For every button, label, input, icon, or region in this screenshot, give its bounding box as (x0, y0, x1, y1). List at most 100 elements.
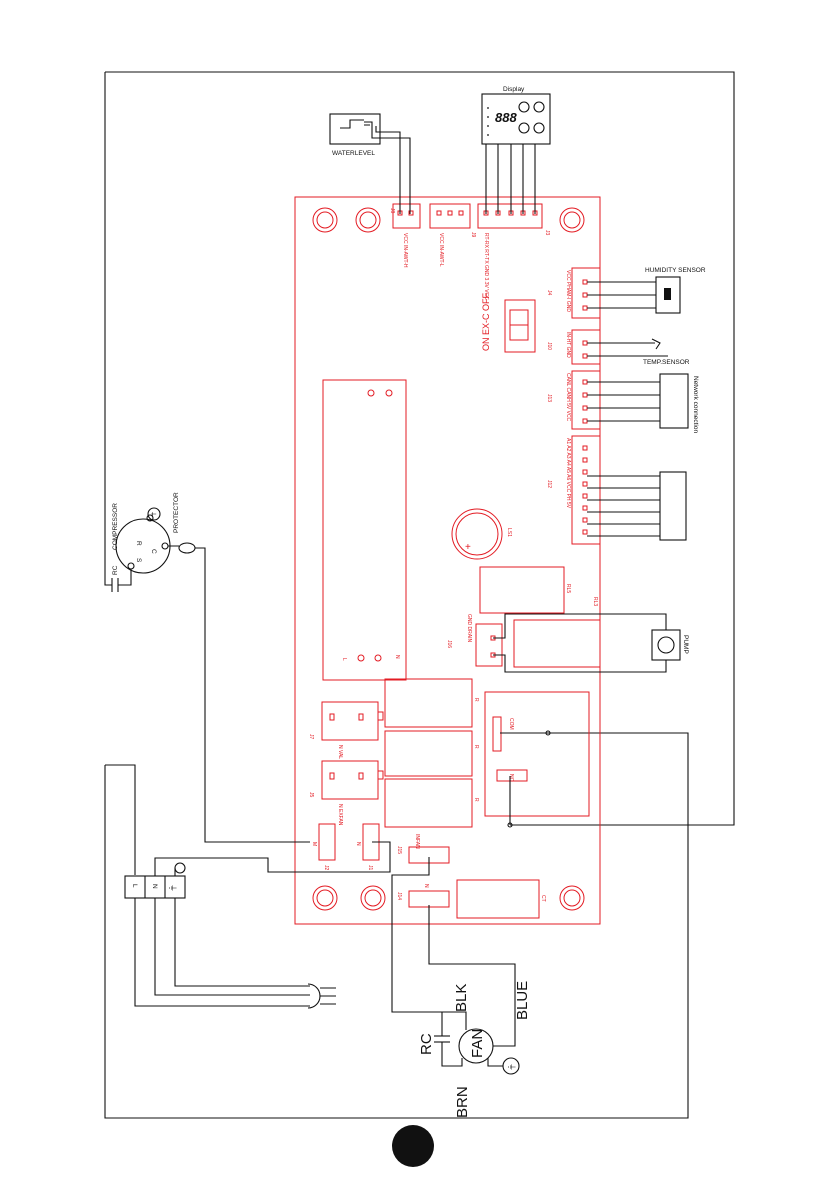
j15-label: J15 (396, 846, 402, 854)
temp-sensor-label: TEMP.SENSOR (643, 359, 690, 366)
relay-r3-label: R (473, 798, 479, 802)
j4-pins: VCC PHAM-I GND (565, 270, 571, 312)
rl3-label: RL3 (592, 597, 598, 606)
rl5-label: RL5 (565, 584, 571, 593)
j10-label: J10 (546, 342, 552, 350)
connector-j2: M J2 (311, 823, 336, 871)
connector-j8: J8 VCC IN-AWT-H (389, 203, 421, 268)
j4-label: J4 (546, 290, 552, 296)
mounting-holes (312, 207, 585, 911)
power-plug (307, 983, 336, 1009)
relay-r2-label: R (473, 745, 479, 749)
j9-pins: VCC IN-AWT-L (438, 233, 444, 267)
j15-pin: INFAN (414, 834, 420, 849)
switch-label: ON EX-C OFF (481, 292, 491, 351)
pump-label: PUMP (682, 635, 689, 654)
ct-label: CT (540, 895, 546, 902)
module-l-label: L (341, 658, 347, 661)
relay-com-no: COM NO (484, 691, 590, 817)
temp-sensor: TEMP.SENSOR (587, 338, 690, 366)
com-node (545, 730, 551, 736)
ls1-label: LS1 (506, 528, 512, 537)
dip-switch: ON EX-C OFF (481, 292, 536, 353)
relay-rl5: RL5 (479, 566, 571, 614)
j3-pins: RT-RX RT-TX GND 3.3V VCC (483, 233, 489, 300)
j12-harness (587, 471, 687, 541)
fan-brn-label: BRN (454, 1086, 471, 1118)
relay-com-label: COM (508, 718, 514, 730)
protector-label: PROTECTOR (173, 492, 180, 533)
connector-j7: N VAL J7 (308, 701, 384, 759)
j9-label: J9 (470, 232, 476, 238)
frame-wire-top-right (105, 71, 735, 826)
relay-rl3: RL3 (513, 597, 601, 668)
relay-no-label: NO (508, 774, 514, 782)
connector-j15: INFAN J15 (396, 834, 450, 864)
j10-pins: IN-HT GND (565, 332, 571, 358)
compressor-label: COMPRESSOR (112, 503, 119, 550)
network-label: Network connection (692, 376, 699, 433)
fan-label: FAN (469, 1029, 486, 1058)
relay-r1-label: R (473, 698, 479, 702)
module-n-label: N (394, 655, 400, 659)
svg-text:S: S (135, 558, 142, 563)
terminal-l-label: L (131, 884, 138, 888)
fan-blk-label: BLK (453, 984, 470, 1012)
compressor-rc-label: RC (112, 565, 119, 575)
relays-lower-stack: R R R (384, 678, 479, 828)
j2-pin: M (311, 842, 317, 846)
j1-label: J1 (367, 865, 373, 871)
humidity-sensor: HUMIDITY SENSOR (587, 267, 706, 314)
svg-text:⏚: ⏚ (149, 511, 156, 517)
fan-blue-label: BLUE (514, 981, 531, 1020)
j16-label: J16 (446, 640, 452, 648)
connector-j3: J3 RT-RX RT-TX GND 3.3V VCC (477, 203, 550, 300)
ct-block: CT (456, 879, 546, 919)
j12-label: J12 (546, 480, 552, 488)
j1-pin: N (355, 842, 361, 846)
j13-pins: CANL CANH 5V VCC (565, 373, 571, 422)
display-label: Display (503, 86, 525, 93)
connector-j13: CANL CANH 5V VCC J13 (546, 370, 601, 430)
page-marker-dot (392, 1125, 434, 1167)
j16-pins: GND DRAIN (466, 614, 472, 642)
compressor-capacitor: RC (104, 565, 131, 592)
pcb-board (294, 196, 601, 925)
j8-label: J8 (389, 208, 395, 214)
connector-j5: N EXFAN J5 (308, 760, 384, 826)
j3-label: J3 (544, 230, 550, 236)
j2-label: J2 (323, 865, 329, 871)
j14-label: J14 (396, 892, 402, 900)
frame-wire-left-bottom (105, 764, 136, 875)
fan-rc-label: RC (418, 1033, 435, 1055)
display-module: Display 888 (481, 86, 551, 214)
j8-pins: VCC IN-AWT-H (402, 233, 408, 268)
humidity-sensor-label: HUMIDITY SENSOR (645, 267, 706, 274)
j12-pins: A1 A2 A3 A4 A5 A6 VCC PH 5V (565, 438, 571, 509)
pump: PUMP (493, 613, 689, 673)
svg-text:⏚: ⏚ (168, 884, 177, 892)
connector-j1: N J1 (355, 823, 380, 871)
connector-j16: GND DRAIN J16 (446, 614, 503, 667)
j7-label: J7 (308, 734, 314, 740)
connector-j14: N J14 (396, 884, 450, 908)
buzzer-ls1: + LS1 (451, 508, 512, 560)
j7-pins: N VAL (337, 745, 343, 759)
j5-pins: N EXFAN (337, 804, 343, 826)
ls1-plus: + (465, 542, 471, 553)
j14-pin: N (423, 884, 429, 888)
frame-wire-bottom-right (104, 732, 689, 1119)
water-level-switch: WATERLEVEL (329, 113, 411, 214)
j5-label: J5 (308, 792, 314, 798)
connector-j9: J9 VCC IN-AWT-L (429, 203, 476, 267)
connector-j10: IN-HT GND J10 (546, 329, 601, 365)
fan: FAN ⏚ RC BLK BLUE BRN (391, 857, 531, 1118)
svg-text:⏚: ⏚ (507, 1063, 516, 1071)
no-node (507, 822, 513, 828)
display-digits: 888 (495, 110, 517, 125)
connector-j12: A1 A2 A3 A4 A5 A6 VCC PH 5V J12 (546, 435, 601, 545)
power-module: N L (322, 379, 407, 681)
connector-j4: VCC PHAM-I GND J4 (546, 267, 601, 319)
power-terminal-block: L N ⏚ (124, 841, 391, 1007)
